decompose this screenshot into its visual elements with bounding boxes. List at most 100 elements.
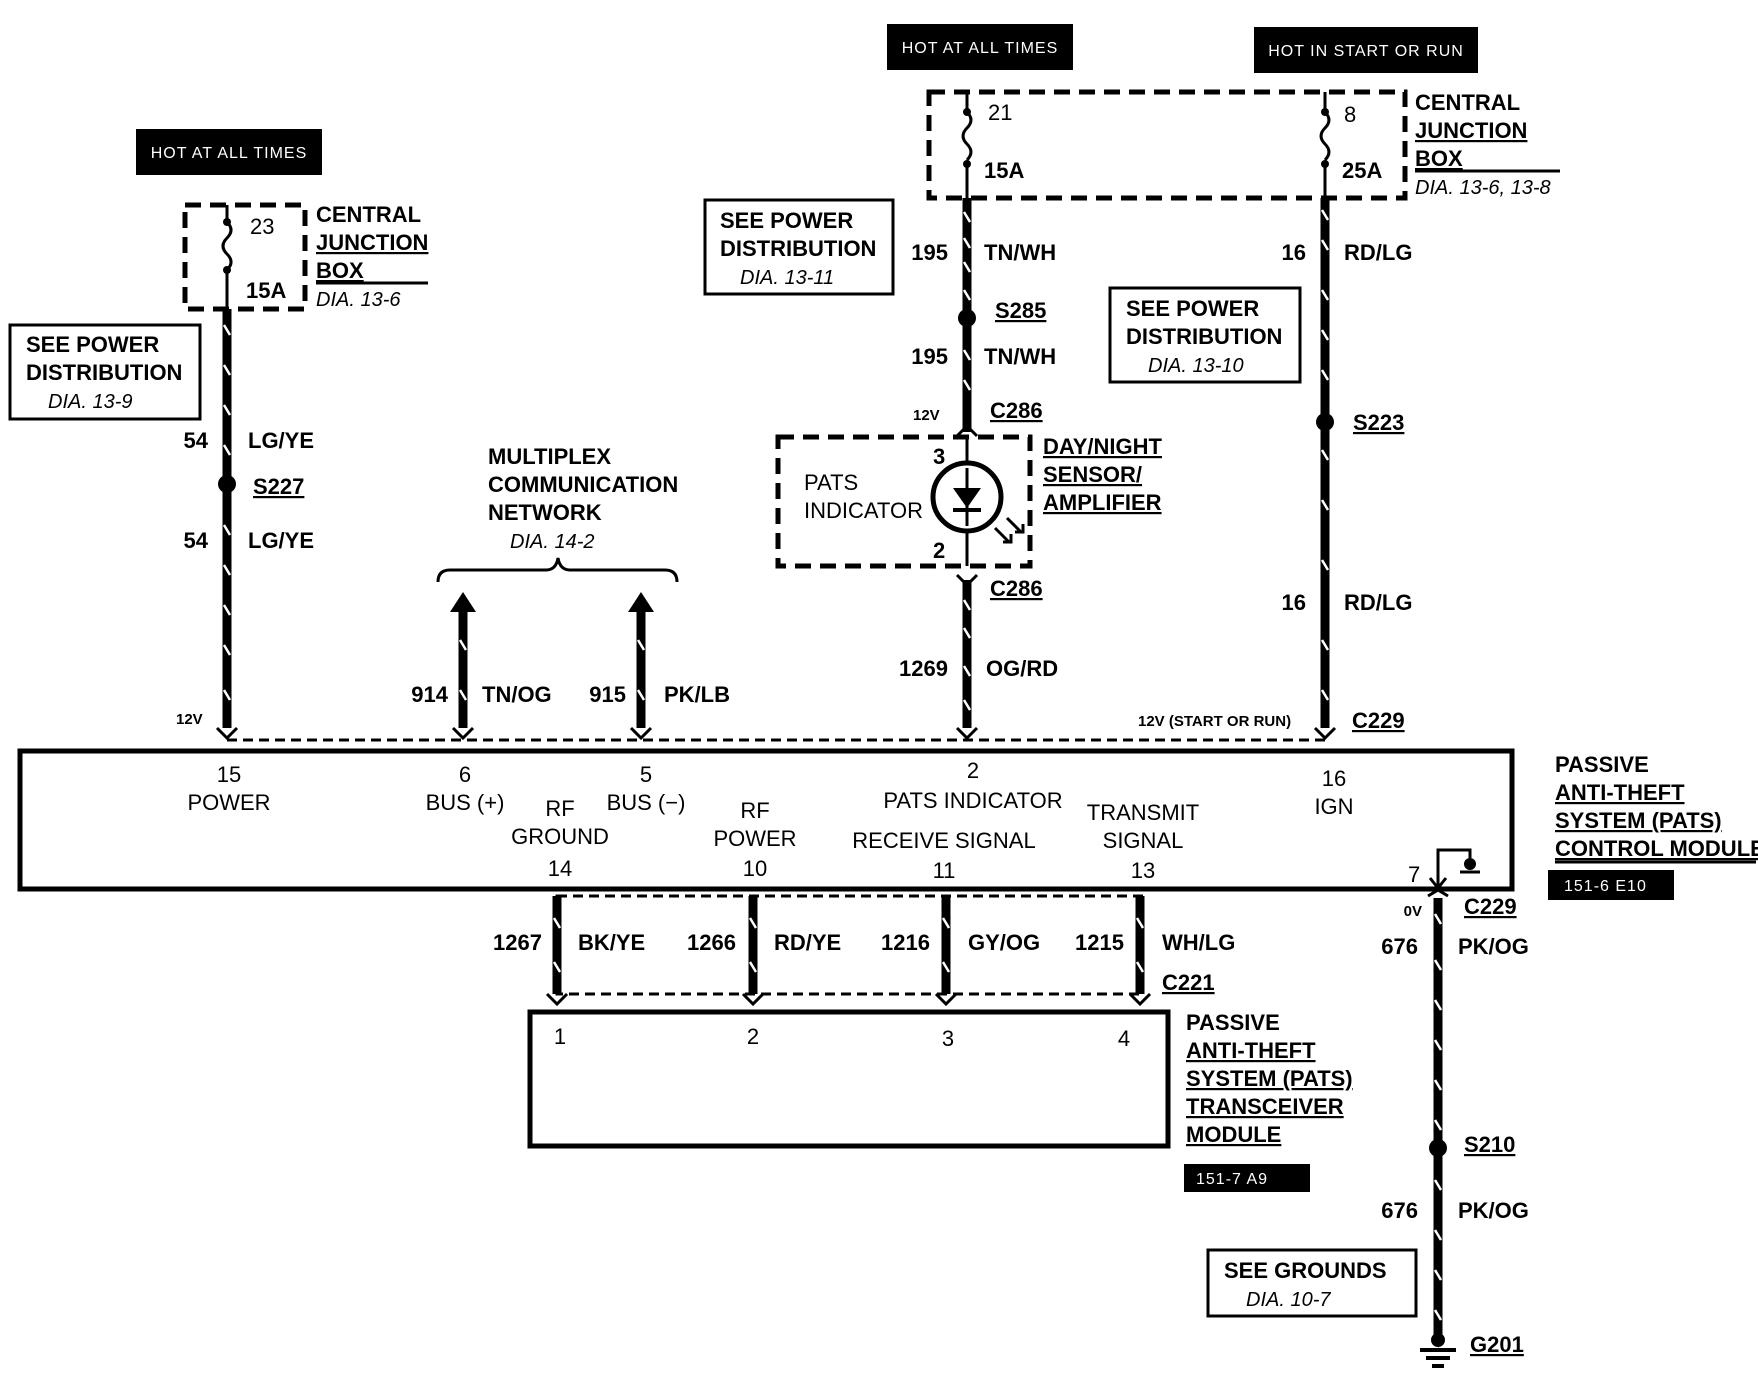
wire-1269-number: 1269 [899, 656, 948, 681]
transceiver-title-1: PASSIVE [1186, 1010, 1280, 1035]
splice-s285-label: S285 [995, 298, 1046, 323]
junction-box-ref: DIA. 13-6 [316, 289, 401, 311]
multiplex-label-1: MULTIPLEX [488, 444, 611, 469]
pin-7-number: 7 [1408, 862, 1420, 887]
transceiver-title-4: TRANSCEIVER [1186, 1094, 1344, 1119]
wire-195-number-lower: 195 [911, 344, 948, 369]
connector-c286-top: C286 [990, 398, 1043, 423]
transceiver-code: 151-7 A9 [1196, 1171, 1268, 1188]
junction-box-top-title-3: BOX [1415, 146, 1463, 171]
fuse-b-number: 8 [1344, 102, 1356, 127]
transceiver-pin-1: 1 [554, 1024, 566, 1049]
hot-label-right: HOT IN START OR RUN [1254, 27, 1478, 73]
wire-1267-number: 1267 [493, 930, 542, 955]
power-dist-right-ref: DIA. 13-10 [1148, 355, 1244, 377]
wire-195-color-upper: TN/WH [984, 240, 1056, 265]
wire-16-color-upper: RD/LG [1344, 240, 1412, 265]
control-module-title-4: CONTROL MODULE [1555, 836, 1758, 861]
transceiver-pin-4: 4 [1118, 1026, 1130, 1051]
pin-13-number: 13 [1131, 858, 1155, 883]
splice-s227-label: S227 [253, 474, 304, 499]
wire-1266-color: RD/YE [774, 930, 841, 955]
wire-676-number-lower: 676 [1381, 1198, 1418, 1223]
wire-1216-number: 1216 [881, 930, 930, 955]
transceiver-pin-3: 3 [942, 1026, 954, 1051]
pats-indicator-assembly: PATS INDICATOR 3 2 DAY/NIGHT SENSOR/ AMP… [775, 434, 1163, 569]
pats-pin-top: 3 [933, 444, 945, 469]
wire-16-number-upper: 16 [1282, 240, 1306, 265]
power-dist-left-ref: DIA. 13-9 [48, 391, 132, 413]
splice-s223 [1316, 413, 1334, 431]
transceiver-wires: 1267 BK/YE 1266 RD/YE 1216 GY/OG 1215 WH… [493, 894, 1235, 1007]
pin-6-number: 6 [459, 762, 471, 787]
pin-10-label-2: POWER [713, 826, 796, 851]
splice-s227 [218, 475, 236, 493]
pats-pin-bottom: 2 [933, 538, 945, 563]
power-dist-center-line-2: DISTRIBUTION [720, 236, 876, 261]
fuse-b-rating: 25A [1342, 158, 1382, 183]
wire-914-color: TN/OG [482, 682, 552, 707]
ground-g201-label: G201 [1470, 1332, 1524, 1357]
power-dist-center-line-1: SEE POWER [720, 208, 853, 233]
pin-14-label-2: GROUND [511, 824, 609, 849]
control-module-title-1: PASSIVE [1555, 752, 1649, 777]
wire-195: 195 TN/WH S285 195 TN/WH 12V C286 [911, 198, 1056, 438]
wire-16-number-lower: 16 [1282, 590, 1306, 615]
junction-box-top-title-2: JUNCTION [1415, 118, 1527, 143]
voltage-ground: 0V [1404, 903, 1422, 920]
internal-ground-icon [1436, 848, 1472, 890]
pin-16-number: 16 [1322, 766, 1346, 791]
transceiver-pin-2: 2 [747, 1024, 759, 1049]
power-dist-right-line-1: SEE POWER [1126, 296, 1259, 321]
wire-915-color: PK/LB [664, 682, 730, 707]
wire-914-number: 914 [411, 682, 448, 707]
hot-label-center-text: HOT AT ALL TIMES [902, 40, 1059, 57]
power-distribution-right: SEE POWER DISTRIBUTION DIA. 13-10 [1108, 286, 1302, 384]
wire-195-color-lower: TN/WH [984, 344, 1056, 369]
wire-1269: C286 1269 OG/RD [899, 573, 1058, 728]
multiplex-ref: DIA. 14-2 [510, 531, 594, 553]
wire-54: 54 LG/YE S227 54 LG/YE 12V [176, 309, 314, 728]
wire-1215-number: 1215 [1075, 930, 1124, 955]
hot-label-right-text: HOT IN START OR RUN [1268, 43, 1464, 60]
transceiver-title-5: MODULE [1186, 1122, 1281, 1147]
see-grounds: SEE GROUNDS DIA. 10-7 [1206, 1248, 1418, 1318]
connector-c229-top: C229 [1352, 708, 1405, 733]
sensor-label-1: DAY/NIGHT [1043, 434, 1163, 459]
junction-box-top-title-1: CENTRAL [1415, 90, 1520, 115]
power-distribution-center: SEE POWER DISTRIBUTION DIA. 13-11 [703, 198, 895, 296]
control-module-title-3: SYSTEM (PATS) [1555, 808, 1722, 833]
connector-c229-bottom: C229 [1464, 894, 1517, 919]
sensor-label-3: AMPLIFIER [1043, 490, 1162, 515]
power-dist-right-line-2: DISTRIBUTION [1126, 324, 1282, 349]
wire-676-color-lower: PK/OG [1458, 1198, 1529, 1223]
pats-control-module: 15 POWER 6 BUS (+) 5 BUS (−) 2 PATS INDI… [17, 748, 1758, 900]
splice-s210 [1429, 1139, 1447, 1157]
arrow-up-icon [628, 592, 654, 612]
power-dist-left-line-1: SEE POWER [26, 332, 159, 357]
connector-c221: C221 [1162, 970, 1215, 995]
pats-indicator-label-2: INDICATOR [804, 498, 923, 523]
pin-16-label: IGN [1314, 794, 1353, 819]
transceiver-title-3: SYSTEM (PATS) [1186, 1066, 1353, 1091]
pin-2-label: PATS INDICATOR [883, 788, 1062, 813]
pats-transceiver-module: 1 2 3 4 PASSIVE ANTI-THEFT SYSTEM (PATS)… [527, 1009, 1353, 1192]
fuse-number: 23 [250, 214, 274, 239]
hot-label-left: HOT AT ALL TIMES [136, 129, 322, 175]
control-module-code: 151-6 E10 [1564, 878, 1647, 895]
wire-915-number: 915 [589, 682, 626, 707]
control-module-title-2: ANTI-THEFT [1555, 780, 1685, 805]
see-grounds-ref: DIA. 10-7 [1246, 1289, 1331, 1311]
wire-1269-color: OG/RD [986, 656, 1058, 681]
wire-1215-color: WH/LG [1162, 930, 1235, 955]
hot-label-center: HOT AT ALL TIMES [887, 24, 1073, 70]
ground-icon [1420, 1333, 1456, 1368]
power-dist-center-ref: DIA. 13-11 [740, 267, 834, 289]
pin-15-number: 15 [217, 762, 241, 787]
multiplex-label-2: COMMUNICATION [488, 472, 678, 497]
fuse-a-rating: 15A [984, 158, 1024, 183]
pin-10-label-1: RF [740, 798, 769, 823]
wire-54-number-upper: 54 [184, 428, 209, 453]
central-junction-box-left: 23 15A CENTRAL JUNCTION BOX DIA. 13-6 [182, 202, 428, 312]
